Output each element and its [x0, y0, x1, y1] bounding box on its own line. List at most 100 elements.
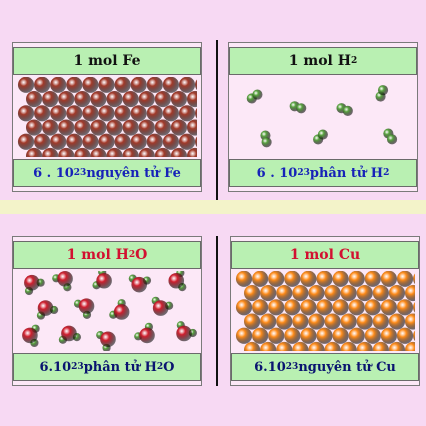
cu-atom — [243, 313, 261, 330]
cu-atom — [324, 313, 341, 330]
fe-atom — [178, 77, 196, 93]
cu-atom — [268, 271, 285, 287]
cu-atom — [413, 301, 415, 313]
cu-atom — [316, 271, 333, 287]
fe-lattice-svg — [17, 77, 197, 157]
h-atom — [261, 137, 272, 148]
cu-atom — [276, 313, 293, 330]
cu-atom — [308, 313, 325, 330]
fe-atom — [90, 147, 107, 157]
o-atom — [176, 325, 192, 342]
o-atom — [57, 271, 73, 287]
fe-atom — [34, 105, 51, 122]
fe-atom — [50, 77, 67, 93]
h2o-molecules-svg — [22, 271, 197, 351]
fe-atom — [186, 90, 197, 108]
cu-atom — [235, 327, 253, 344]
cu-atom — [324, 284, 341, 302]
fe-atom — [186, 119, 197, 136]
fe-atom — [17, 133, 35, 150]
cu-atom — [356, 284, 373, 302]
o-atom — [131, 276, 147, 293]
cu-atom — [340, 341, 357, 351]
fe-atom — [66, 105, 83, 122]
cu-atom — [235, 271, 253, 287]
fe-atom — [178, 133, 196, 150]
cu-atom — [252, 327, 269, 344]
h-atom — [386, 134, 398, 145]
cu-atom — [308, 341, 325, 351]
o-atom — [61, 325, 77, 342]
fe-atom — [42, 119, 59, 136]
cu-atom — [276, 341, 293, 351]
cu-atom — [356, 313, 373, 330]
fe-atom — [195, 107, 197, 119]
fe-atom — [195, 136, 197, 148]
cu-atom — [372, 313, 389, 330]
fe-atom — [74, 119, 91, 136]
fe-atom — [106, 90, 123, 108]
o-atom — [139, 327, 155, 344]
fe-atom — [82, 77, 99, 93]
fe-atom — [138, 90, 155, 108]
cu-atom — [252, 299, 269, 316]
cu-atom — [284, 299, 301, 316]
fe-atom — [25, 90, 43, 108]
fe-atom — [17, 77, 35, 93]
fe-atom — [154, 90, 171, 108]
cu-atom — [404, 284, 415, 302]
fe-atom — [146, 77, 163, 93]
fe-atom — [154, 119, 171, 136]
fe-atom — [130, 133, 147, 150]
cu-atom — [348, 271, 365, 287]
fe-atom — [106, 119, 123, 136]
o-atom — [113, 304, 130, 320]
h-atom — [317, 129, 328, 140]
cu-atom — [372, 341, 389, 351]
cu-atom — [388, 341, 406, 351]
cu-atom — [324, 341, 341, 351]
fe-atom — [170, 119, 188, 136]
fe-atom — [146, 133, 163, 150]
fe-atom — [25, 119, 43, 136]
h2-molecules — [233, 77, 413, 157]
fe-atom — [74, 147, 91, 157]
cu-atom — [235, 299, 253, 316]
cu-lattice-svg — [235, 271, 415, 351]
fe-atom — [34, 133, 51, 150]
cu-atom — [364, 271, 381, 287]
cu-atom — [396, 299, 414, 316]
h-atom — [342, 105, 353, 116]
cu-atom — [243, 341, 261, 351]
fe-atom — [82, 105, 99, 122]
fe-atom — [25, 147, 43, 157]
cu-atom — [388, 284, 406, 302]
fe-atom — [66, 77, 83, 93]
o-atom — [96, 272, 112, 289]
cu-atom — [348, 299, 365, 316]
cu-atom — [284, 327, 301, 344]
cu-atom — [292, 313, 309, 330]
h2o-molecules — [17, 271, 197, 351]
fe-atom — [66, 133, 83, 150]
fe-atom — [162, 133, 179, 150]
cu-atom — [380, 327, 397, 344]
fe-atom — [154, 147, 171, 157]
fe-atom — [82, 133, 99, 150]
fe-atom — [122, 119, 139, 136]
o-atom — [152, 300, 169, 316]
fe-atom — [138, 147, 155, 157]
cu-atom — [260, 341, 277, 351]
fe-atom — [17, 105, 35, 122]
fe-atom — [50, 105, 67, 122]
cu-atom — [388, 313, 406, 330]
cu-atom — [396, 271, 414, 287]
cu-atom — [364, 299, 381, 316]
o-atom — [78, 298, 95, 314]
